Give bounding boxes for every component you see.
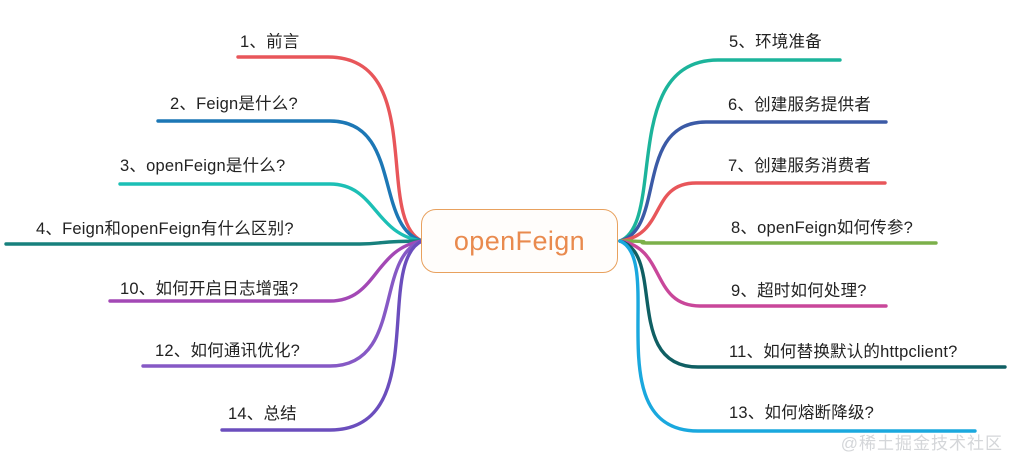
branch-label-5[interactable]: 5、环境准备 [729, 33, 822, 51]
branch-label-9[interactable]: 9、超时如何处理? [731, 282, 867, 300]
branch-line-1[interactable] [236, 55, 424, 243]
branch-label-2[interactable]: 2、Feign是什么? [170, 95, 298, 113]
branch-label-13[interactable]: 13、如何熔断降级? [729, 404, 875, 422]
central-node-label: openFeign [453, 225, 586, 256]
branch-label-12[interactable]: 12、如何通讯优化? [155, 342, 301, 360]
branch-label-3[interactable]: 3、openFeign是什么? [120, 157, 286, 175]
branch-line-3[interactable] [118, 182, 424, 243]
branch-line-6[interactable] [618, 120, 888, 243]
branch-label-1[interactable]: 1、前言 [240, 33, 300, 51]
branch-line-4[interactable] [4, 239, 424, 246]
branch-line-11[interactable] [618, 239, 1007, 369]
branch-line-5[interactable] [618, 58, 842, 243]
branch-label-6[interactable]: 6、创建服务提供者 [728, 96, 871, 114]
branch-line-10[interactable] [108, 239, 424, 303]
branch-line-14[interactable] [220, 239, 424, 432]
branch-line-8[interactable] [618, 239, 938, 245]
branch-line-12[interactable] [141, 239, 424, 368]
branch-line-2[interactable] [156, 119, 424, 243]
branch-label-14[interactable]: 14、总结 [228, 405, 297, 423]
branch-line-9[interactable] [618, 239, 888, 308]
branch-label-8[interactable]: 8、openFeign如何传参? [731, 219, 914, 237]
branch-label-10[interactable]: 10、如何开启日志增强? [120, 280, 299, 298]
branch-line-7[interactable] [618, 181, 887, 243]
branch-label-7[interactable]: 7、创建服务消费者 [728, 157, 871, 175]
branch-line-13[interactable] [618, 239, 977, 433]
branch-label-4[interactable]: 4、Feign和openFeign有什么区别? [36, 220, 294, 238]
central-node[interactable]: openFeign [421, 209, 618, 273]
branch-label-11[interactable]: 11、如何替换默认的httpclient? [729, 343, 958, 361]
